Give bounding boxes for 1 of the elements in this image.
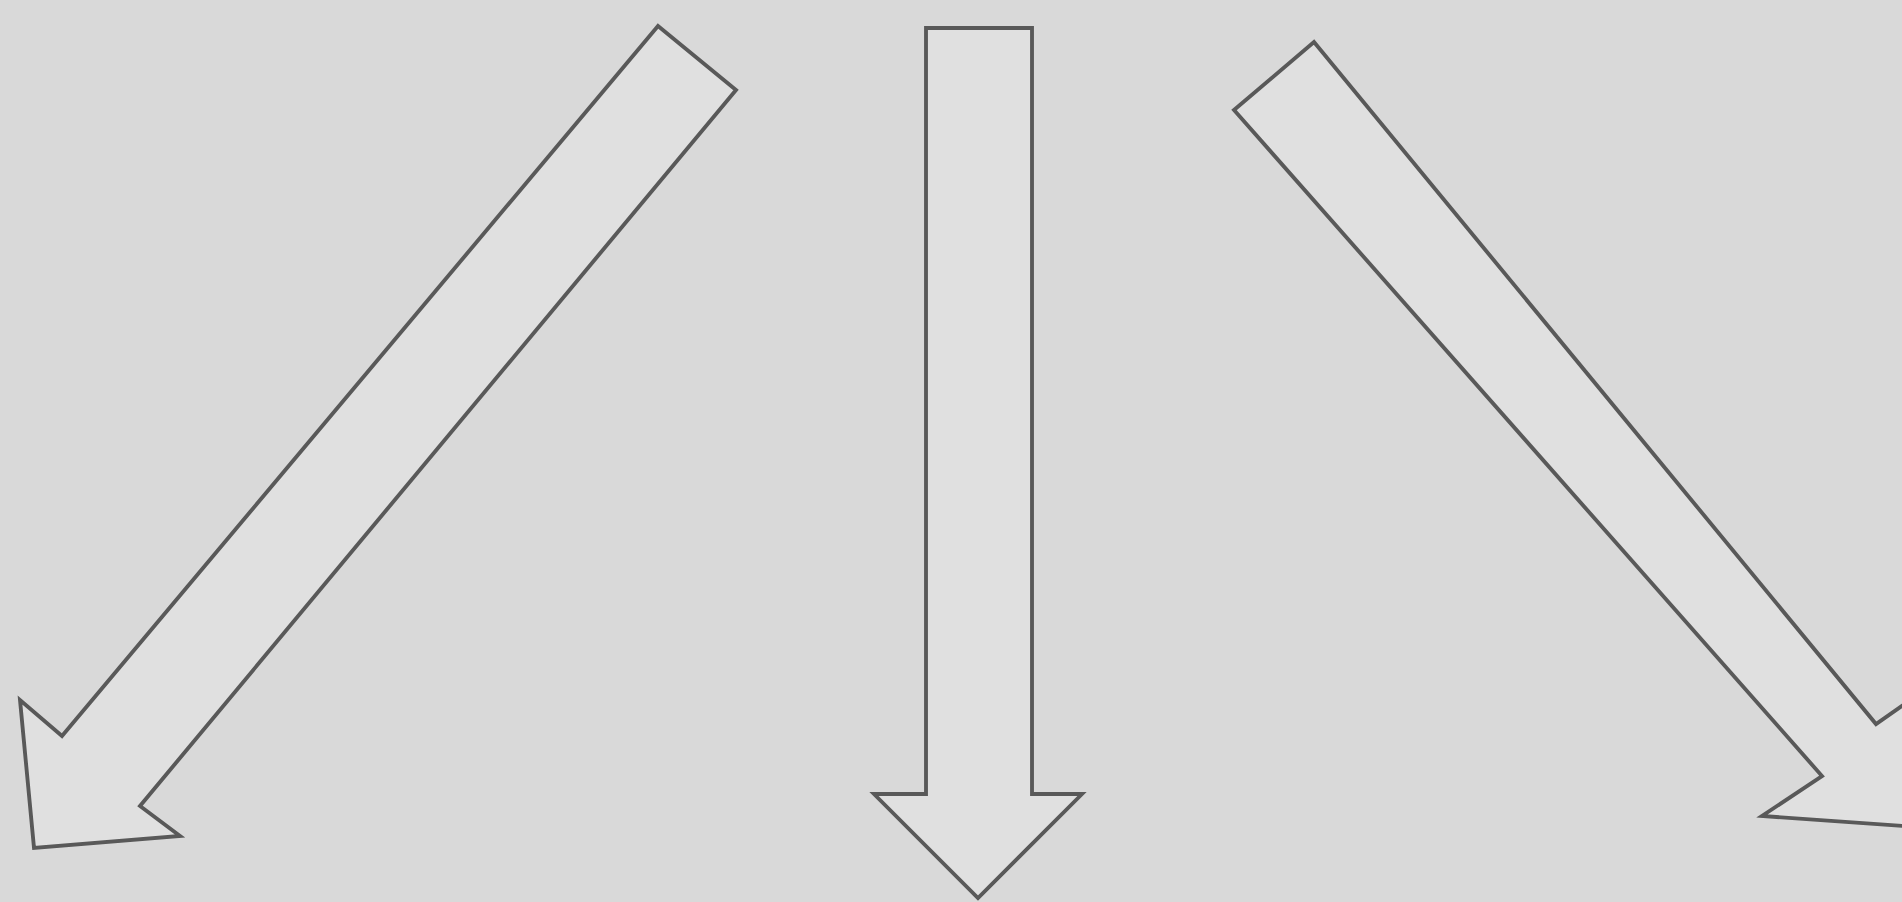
block-arrow (869, 26, 1087, 901)
